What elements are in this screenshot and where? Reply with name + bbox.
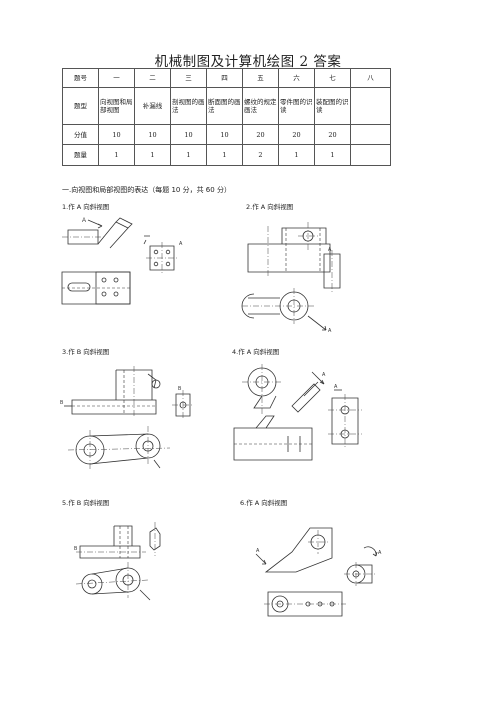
table-cell: 20 [278,124,315,145]
table-cell: 一 [98,68,135,88]
table-cell [350,87,391,125]
view-label: A [179,241,183,247]
table-cell: 四 [206,68,243,88]
table-cell: 1 [206,144,243,166]
table-cell [350,124,391,145]
view-label: A [82,218,86,224]
table-cell: 分值 [62,124,99,145]
table-cell: 2 [242,144,279,166]
table-cell: 八 [350,68,391,88]
table-cell: 20 [242,124,279,145]
table-row: 题量 1 1 1 1 2 1 1 [62,144,391,166]
table-cell: 1 [98,144,135,166]
problem-4-caption: 4.作 A 向斜视图 [232,348,280,356]
score-table: 题号 一 二 三 四 五 六 七 八 题型 向视图和局部视图 补漏线 剖视图的画… [62,68,391,166]
problem-3-caption: 3.作 B 向斜视图 [62,348,110,356]
table-cell: 10 [170,124,207,145]
figure-4-drawing: A A [226,360,376,478]
view-label: B [74,546,78,552]
table-cell: 10 [206,124,243,145]
view-label: A [322,372,326,378]
view-label: B [60,400,64,406]
problem-5-caption: 5.作 B 向斜视图 [62,499,110,507]
figure-2-drawing: A A [234,214,364,334]
table-cell: 六 [278,68,315,88]
table-row: 题号 一 二 三 四 五 六 七 八 [62,68,391,88]
view-label: A [334,384,338,390]
table-cell: 10 [98,124,135,145]
figure-6-drawing: A A [252,512,382,624]
page-title: 机械制图及计算机绘图 2 答案 [154,54,342,70]
table-cell: 剖视图的画法 [170,87,207,125]
table-cell: 螺纹的规定画法 [242,87,279,125]
table-cell: 断面图的画法 [206,87,243,125]
view-label: A [328,328,332,334]
table-cell: 1 [134,144,171,166]
table-cell: 题量 [62,144,99,166]
table-cell: 三 [170,68,207,88]
table-cell: 补漏线 [134,87,171,125]
view-label: A [328,247,332,253]
table-cell: 20 [314,124,351,145]
table-cell: 1 [170,144,207,166]
table-cell: 题号 [62,68,99,88]
table-cell [350,144,391,166]
table-cell: 七 [314,68,351,88]
table-cell: 装配图的识读 [314,87,351,125]
problem-1-caption: 1.作 A 向斜视图 [62,203,110,211]
problem-2-caption: 2.作 A 向斜视图 [246,203,294,211]
table-cell: 1 [278,144,315,166]
table-cell: 题型 [62,87,99,125]
view-label: B [178,386,182,392]
problem-6-caption: 6.作 A 向斜视图 [240,499,288,507]
table-cell: 二 [134,68,171,88]
figure-1-drawing: A A [58,214,183,314]
table-cell: 零件图的识读 [278,87,315,125]
table-cell: 向视图和局部视图 [98,87,135,125]
table-row: 题型 向视图和局部视图 补漏线 剖视图的画法 断面图的画法 螺纹的规定画法 零件… [62,87,391,125]
figure-5-drawing: B [74,512,186,624]
view-label: A [256,548,260,554]
table-cell: 1 [314,144,351,166]
table-cell: 10 [134,124,171,145]
table-row: 分值 10 10 10 10 20 20 20 [62,124,391,145]
view-label: A [378,550,382,556]
section-heading: 一.向视图和局部视图的表达（每题 10 分，共 60 分） [62,186,231,194]
table-cell: 五 [242,68,279,88]
figure-3-drawing: B B [60,360,210,478]
